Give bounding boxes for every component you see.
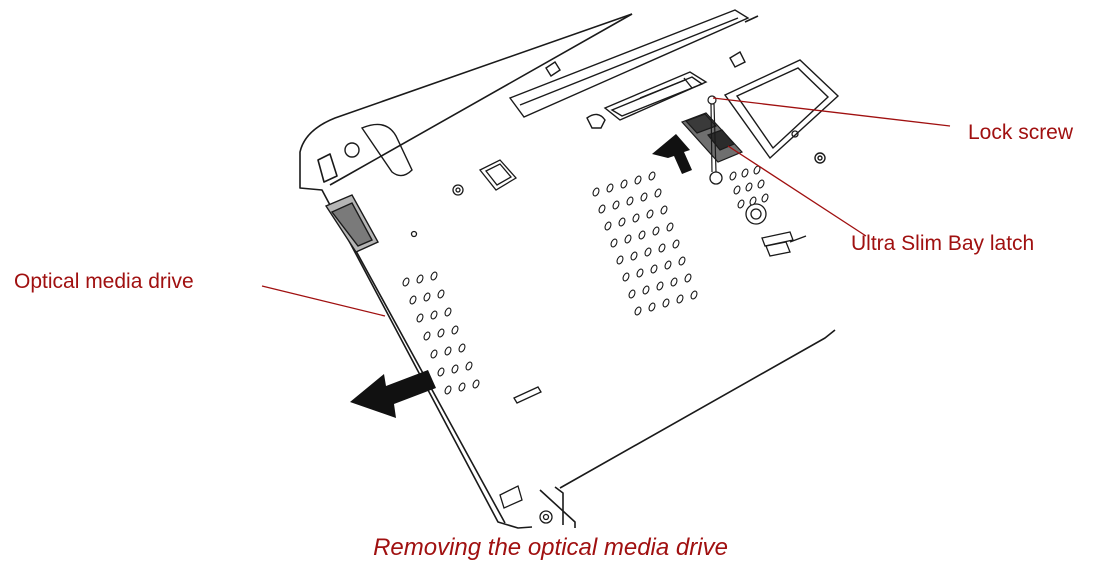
vent-hole xyxy=(632,213,640,223)
vent-hole xyxy=(628,289,636,299)
vent-hole xyxy=(423,331,431,341)
memory-cover-panel xyxy=(723,59,840,164)
vent-hole xyxy=(423,292,431,302)
vent-hole xyxy=(646,209,654,219)
vent-hole xyxy=(634,306,642,316)
vent-hole xyxy=(451,325,459,335)
vent-hole xyxy=(662,298,670,308)
vent-hole xyxy=(761,193,769,203)
vent-hole xyxy=(437,367,445,377)
vent-hole xyxy=(676,294,684,304)
vent-hole xyxy=(416,274,424,284)
drive-eject-tab xyxy=(324,123,413,253)
vent-hole xyxy=(444,346,452,356)
lock-screw-label: Lock screw xyxy=(968,121,1074,144)
vent-hole xyxy=(634,175,642,185)
vent-hole xyxy=(620,179,628,189)
vent-hole xyxy=(745,182,753,192)
vent-hole xyxy=(598,204,606,214)
vent-hole xyxy=(638,230,646,240)
vent-hole xyxy=(592,187,600,197)
vent-hole xyxy=(451,364,459,374)
vent-hole xyxy=(666,222,674,232)
vent-holes-center xyxy=(592,171,698,316)
vent-hole xyxy=(749,196,757,206)
vent-hole xyxy=(430,310,438,320)
vent-hole xyxy=(444,385,452,395)
vent-hole xyxy=(757,179,765,189)
vent-hole xyxy=(656,281,664,291)
vent-hole xyxy=(672,239,680,249)
vent-hole xyxy=(729,171,737,181)
vent-hole xyxy=(690,290,698,300)
vent-holes-left xyxy=(402,271,480,395)
vent-hole xyxy=(660,205,668,215)
optical-media-drive-label: Optical media drive xyxy=(14,270,194,293)
vent-holes-right xyxy=(729,165,769,209)
vent-hole xyxy=(630,251,638,261)
leader-lock-screw xyxy=(712,97,951,127)
vent-hole xyxy=(624,234,632,244)
vent-hole xyxy=(654,188,662,198)
vent-hole xyxy=(644,247,652,257)
vent-hole xyxy=(610,238,618,248)
vent-hole xyxy=(642,285,650,295)
base-features xyxy=(410,130,807,524)
vent-hole xyxy=(472,379,480,389)
vent-hole xyxy=(444,307,452,317)
leader-optical-drive xyxy=(261,285,386,317)
vent-hole xyxy=(430,349,438,359)
drive-remove-arrow-icon xyxy=(350,370,436,418)
vent-hole xyxy=(636,268,644,278)
docking-rail xyxy=(508,9,750,118)
vent-hole xyxy=(606,183,614,193)
vent-hole xyxy=(741,168,749,178)
vent-hole xyxy=(430,271,438,281)
vent-hole xyxy=(640,192,648,202)
vent-hole xyxy=(664,260,672,270)
vent-hole xyxy=(648,302,656,312)
figure-caption: Removing the optical media drive xyxy=(373,534,728,561)
lock-screw xyxy=(707,95,717,173)
vent-hole xyxy=(737,199,745,209)
vent-hole xyxy=(684,273,692,283)
vent-hole xyxy=(648,171,656,181)
vent-hole xyxy=(437,289,445,299)
vent-hole xyxy=(626,196,634,206)
ultra-slim-bay-latch-label: Ultra Slim Bay latch xyxy=(851,232,1035,255)
vent-hole xyxy=(604,221,612,231)
leader-lines xyxy=(261,97,951,317)
latch-slide-arrow-icon xyxy=(652,134,692,174)
vent-hole xyxy=(402,277,410,287)
vent-hole xyxy=(658,243,666,253)
vent-hole xyxy=(612,200,620,210)
vent-hole xyxy=(416,313,424,323)
vent-hole xyxy=(670,277,678,287)
vent-hole xyxy=(458,382,466,392)
vent-hole xyxy=(465,361,473,371)
vent-hole xyxy=(733,185,741,195)
leader-latch xyxy=(727,145,867,237)
vent-hole xyxy=(437,328,445,338)
vent-hole xyxy=(652,226,660,236)
vent-hole xyxy=(618,217,626,227)
vent-hole xyxy=(622,272,630,282)
vent-hole xyxy=(650,264,658,274)
vent-hole xyxy=(678,256,686,266)
docking-connector xyxy=(586,71,708,129)
vent-hole xyxy=(409,295,417,305)
vent-hole xyxy=(616,255,624,265)
vent-hole xyxy=(458,343,466,353)
laptop-base xyxy=(299,13,836,529)
